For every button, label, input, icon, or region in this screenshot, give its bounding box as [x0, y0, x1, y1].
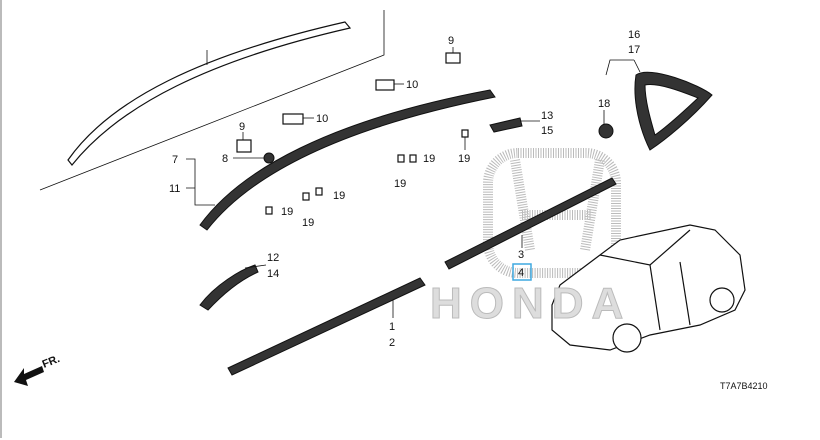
- clip-13[interactable]: [489, 117, 523, 133]
- callout-19e: 19: [302, 217, 314, 229]
- callout-9: 9: [448, 35, 454, 47]
- callout-8: 8: [222, 153, 228, 165]
- callout-2: 2: [389, 337, 395, 349]
- clips-19[interactable]: [265, 129, 469, 215]
- vehicle-illustration: [551, 224, 746, 353]
- rail-cover-10[interactable]: [375, 79, 395, 91]
- door-molding-rear[interactable]: [444, 177, 617, 270]
- highlight-box: [512, 263, 532, 281]
- callout-13: 13: [541, 110, 553, 122]
- front-direction-arrow: FR.: [14, 353, 62, 386]
- roof-rail[interactable]: [199, 89, 496, 231]
- callout-7: 7: [172, 154, 178, 166]
- callout-12: 12: [267, 252, 279, 264]
- callout-14: 14: [267, 268, 279, 280]
- callout-11: 11: [169, 183, 180, 195]
- grommet-18[interactable]: [598, 123, 614, 139]
- callout-18: 18: [598, 98, 610, 110]
- nut-8[interactable]: [263, 152, 275, 164]
- honda-watermark-emblem: [483, 148, 621, 278]
- callout-4[interactable]: 4: [518, 267, 524, 279]
- rail-cover-10b[interactable]: [282, 113, 304, 125]
- diagram-code: T7A7B4210: [720, 381, 768, 391]
- callout-19f: 19: [281, 206, 293, 218]
- callout-19c: 19: [394, 178, 406, 190]
- section-divider-line: [39, 10, 385, 191]
- callout-10b: 10: [316, 113, 328, 125]
- callout-15: 15: [541, 125, 553, 137]
- callout-19a: 19: [458, 153, 470, 165]
- end-cap-9b[interactable]: [236, 139, 252, 153]
- callout-17: 17: [628, 44, 640, 56]
- direction-label: FR.: [41, 353, 62, 371]
- callout-3: 3: [518, 249, 524, 261]
- callout-19b: 19: [423, 153, 435, 165]
- callout-9b: 9: [239, 121, 245, 133]
- callout-10: 10: [406, 79, 418, 91]
- callout-19d: 19: [333, 190, 345, 202]
- garnish-12[interactable]: [199, 264, 259, 311]
- door-molding-front[interactable]: [227, 277, 426, 376]
- roof-molding[interactable]: [67, 21, 352, 166]
- callout-16: 16: [628, 29, 640, 41]
- honda-watermark: HONDA: [430, 279, 631, 328]
- end-cap-9[interactable]: [445, 52, 461, 64]
- callout-1: 1: [389, 321, 395, 333]
- leader-lines: [186, 47, 641, 318]
